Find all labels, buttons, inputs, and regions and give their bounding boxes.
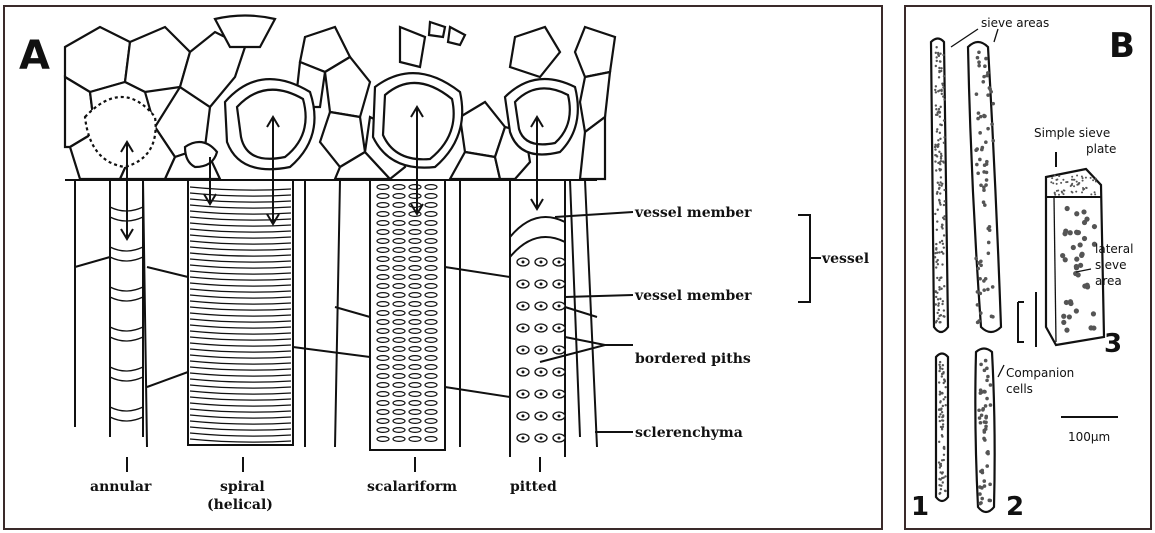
panel-a-letter: A xyxy=(19,33,50,79)
panel-a-drawing: A vessel member vessel member vessel bor… xyxy=(5,7,881,528)
label-vessel-member-1: vessel member xyxy=(634,205,752,221)
label-scalariform: scalariform xyxy=(367,479,457,495)
number-3: 3 xyxy=(1104,329,1122,359)
companion-leader xyxy=(998,365,1004,377)
panel-a: A vessel member vessel member vessel bor… xyxy=(3,5,883,530)
panel-b: B sieve areas Simple sieve plate lateral… xyxy=(904,5,1152,530)
label-spiral: spiral xyxy=(220,479,265,495)
label-companion-1: Companion xyxy=(1006,366,1074,380)
label-lateral-2: sieve xyxy=(1095,258,1126,272)
label-vessel-member-2: vessel member xyxy=(634,288,752,304)
pitted-vessel xyxy=(510,180,565,457)
label-helical: (helical) xyxy=(207,497,273,513)
sieve-element-3 xyxy=(1036,152,1104,347)
panel-b-drawing: B sieve areas Simple sieve plate lateral… xyxy=(906,7,1150,528)
sieve-tube-1-lower xyxy=(936,354,948,502)
panel-b-letter: B xyxy=(1109,26,1135,66)
label-simple-sieve-plate-1: Simple sieve xyxy=(1034,126,1110,140)
label-vessel: vessel xyxy=(821,251,869,267)
label-scale: 100μm xyxy=(1068,430,1110,444)
sieve-tube-2-upper xyxy=(968,42,1001,332)
companion-bracket xyxy=(1018,302,1024,342)
label-companion-2: cells xyxy=(1006,382,1033,396)
label-lateral-3: area xyxy=(1095,274,1122,288)
label-bordered-piths: bordered piths xyxy=(635,351,751,367)
number-1: 1 xyxy=(911,492,929,522)
label-sieve-areas: sieve areas xyxy=(981,16,1049,30)
label-pitted: pitted xyxy=(510,479,557,495)
scalariform-vessel xyxy=(370,180,445,450)
number-2: 2 xyxy=(1006,492,1024,522)
sieve-leader-2 xyxy=(994,29,998,42)
vessel-bracket xyxy=(798,215,821,302)
label-annular: annular xyxy=(90,479,152,495)
label-simple-sieve-plate-2: plate xyxy=(1086,142,1116,156)
label-sclerenchyma: sclerenchyma xyxy=(635,425,743,441)
label-lateral-1: lateral xyxy=(1095,242,1133,256)
spiral-vessel xyxy=(188,180,293,445)
surrounding-cells xyxy=(75,180,597,447)
sieve-tube-1-upper xyxy=(931,39,948,333)
sieve-tube-2-lower xyxy=(975,349,994,513)
